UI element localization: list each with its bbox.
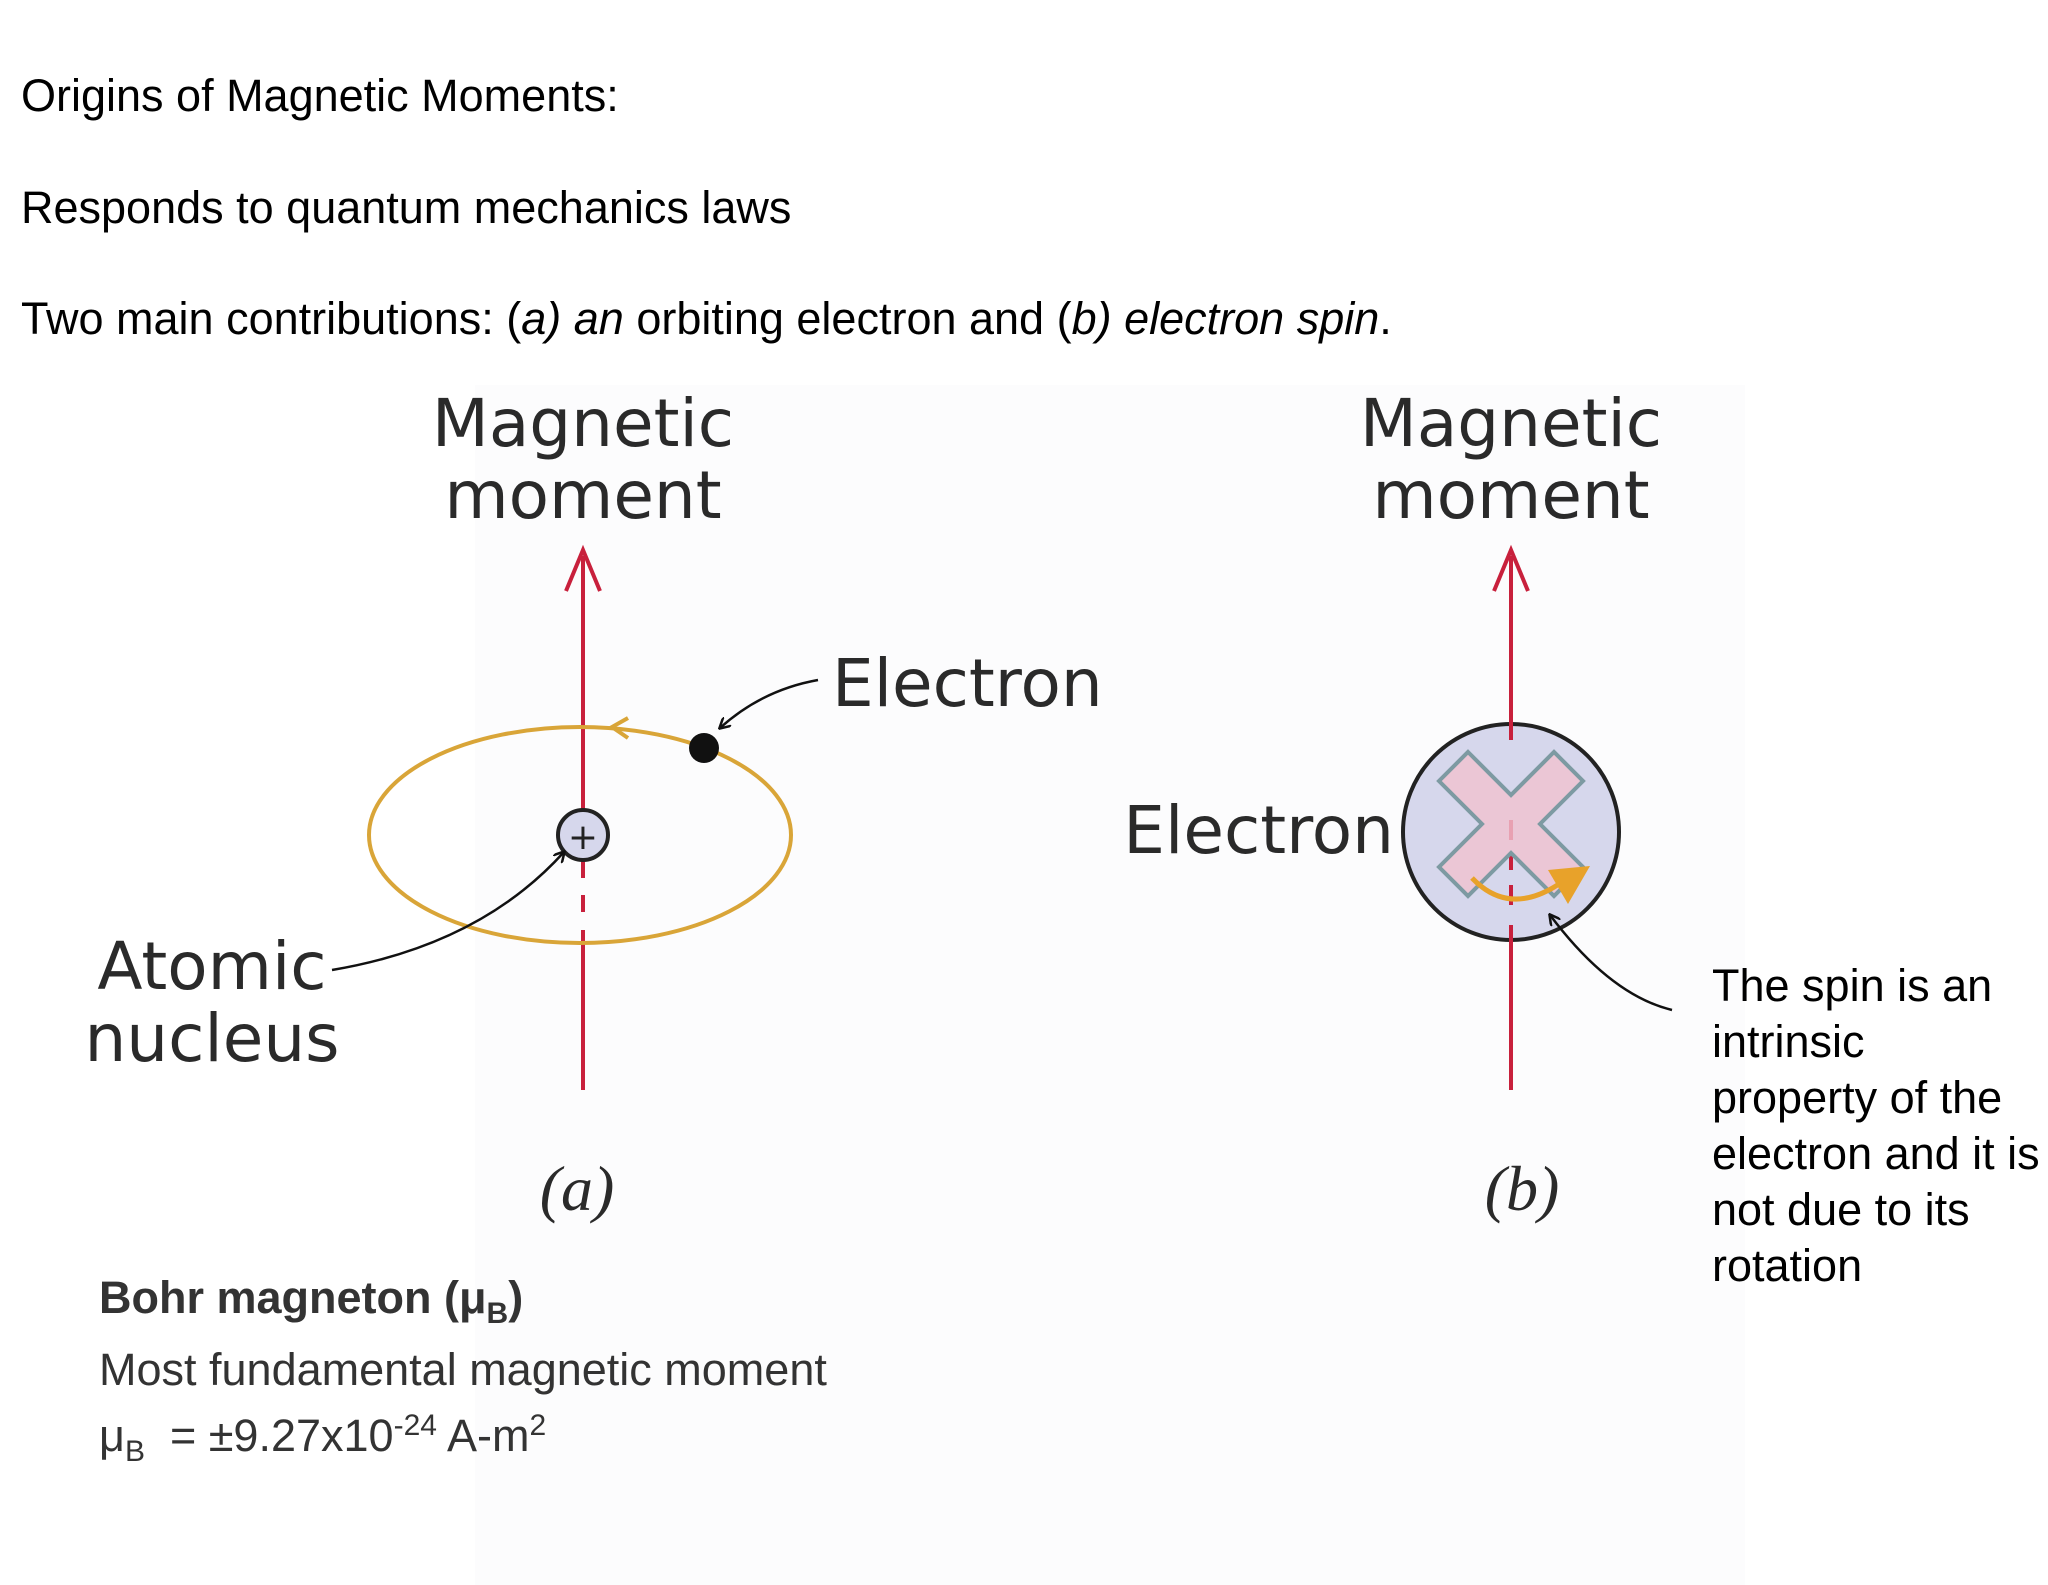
contrib-prefix: Two main contributions: ( xyxy=(21,293,522,344)
contributions-line: Two main contributions: (a) an orbiting … xyxy=(21,293,1392,345)
formula-exponent: -24 xyxy=(393,1409,437,1442)
fig-b-electron-label: Electron xyxy=(1123,792,1394,869)
cross-overlay-icon xyxy=(1436,749,1586,899)
spin-note: The spin is an intrinsic property of the… xyxy=(1712,960,2040,1291)
fig-b-moment-label-line1: Magnetic xyxy=(1360,385,1662,462)
fig-b-moment-arrowhead xyxy=(1492,544,1530,592)
nucleus-pointer-arrow xyxy=(331,852,564,972)
formula-unit: A-m xyxy=(436,1410,530,1461)
formula-mu: μ xyxy=(99,1410,125,1461)
electron-orbit xyxy=(367,725,793,945)
formula-value: = ±9.27x10 xyxy=(144,1410,394,1461)
formula-mu-subscript: B xyxy=(124,1435,145,1468)
contrib-a-word: an xyxy=(573,293,624,344)
nucleus-label-line2: nucleus xyxy=(84,1000,339,1077)
spin-arrowhead xyxy=(1548,866,1590,904)
bohr-title-subscript: B xyxy=(486,1297,509,1330)
spin-note-pointer-arrow xyxy=(1550,915,1673,1012)
fig-a-moment-label-line1: Magnetic xyxy=(432,385,734,462)
fig-a-electron-label: Electron xyxy=(832,645,1103,722)
formula-unit-exponent: 2 xyxy=(529,1409,547,1442)
bohr-title-end: ) xyxy=(508,1272,524,1323)
orbit-direction-arrow xyxy=(608,716,630,740)
orbiting-electron xyxy=(689,733,719,763)
nucleus-plus-symbol: + xyxy=(568,817,598,858)
fig-a-moment-axis xyxy=(564,544,602,1090)
contrib-middle: orbiting electron and ( xyxy=(623,293,1072,344)
bohr-title: Bohr magneton (μB) xyxy=(99,1270,827,1342)
contrib-b-letter: b) xyxy=(1071,293,1112,344)
nucleus-label-line1: Atomic xyxy=(97,928,326,1005)
bohr-formula: μB = ±9.27x10-24 A-m2 xyxy=(99,1398,827,1480)
fig-b-moment-label-line2: moment xyxy=(1372,457,1649,534)
heading: Origins of Magnetic Moments: xyxy=(21,70,619,121)
contrib-b-words: electron spin xyxy=(1124,293,1380,344)
fig-a-caption: (a) xyxy=(540,1153,615,1224)
spin-direction-arrow xyxy=(1470,876,1564,902)
fig-a-moment-arrowhead xyxy=(564,544,602,592)
intro-line: Responds to quantum mechanics laws xyxy=(21,182,792,233)
bohr-title-text: Bohr magneton (μ xyxy=(99,1272,487,1323)
contrib-a-letter: a) xyxy=(521,293,562,344)
bohr-description: Most fundamental magnetic moment xyxy=(99,1344,827,1395)
contrib-end: . xyxy=(1379,293,1392,344)
fig-a-moment-label-line2: moment xyxy=(444,457,721,534)
atomic-nucleus: + xyxy=(556,808,610,862)
diagram-background xyxy=(475,385,1745,1585)
fig-b-caption: (b) xyxy=(1485,1153,1560,1224)
bohr-magneton-block: Bohr magneton (μB) Most fundamental magn… xyxy=(99,1270,827,1480)
electron-pointer-arrow xyxy=(720,678,819,728)
